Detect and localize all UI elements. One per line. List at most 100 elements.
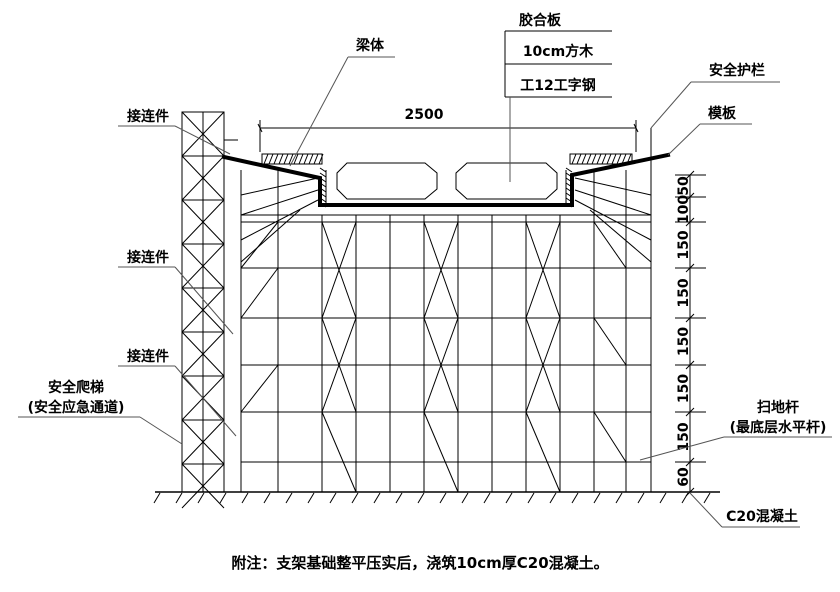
ladder-brace: [181, 331, 225, 377]
flange-hatch: [293, 153, 299, 165]
flange-hatch: [576, 153, 582, 165]
web-hatch: [565, 197, 573, 203]
spacing-label: 100: [676, 195, 692, 224]
safety-ladder-tower: [181, 111, 238, 509]
label-ladder-sub: (安全应急通道): [28, 399, 125, 416]
web-hatch: [319, 172, 327, 178]
flange-hatch: [616, 153, 622, 165]
ladder-brace: [181, 199, 225, 245]
scaffold-brace: [423, 317, 459, 413]
flange-hatch: [611, 153, 617, 165]
ground-hatch: [637, 492, 645, 504]
spacing-label: 150: [676, 278, 692, 307]
scaffold-brace: [525, 411, 561, 493]
flange-hatch: [591, 153, 597, 165]
ground-hatch: [307, 492, 315, 504]
flange-hatch: [621, 153, 627, 165]
ground-hatch: [483, 492, 491, 504]
ground-hatch: [219, 492, 227, 504]
dim-slash: [685, 192, 695, 202]
label-ladder: 安全爬梯: [48, 379, 104, 396]
flange-hatch: [263, 153, 269, 165]
scaffold-frame: [240, 170, 652, 493]
void-left: [336, 162, 438, 200]
web-hatch: [319, 187, 327, 193]
dim-slash: [685, 487, 695, 497]
flange-hatch: [571, 153, 577, 165]
ground-hatch: [505, 492, 513, 504]
ground-hatch: [527, 492, 535, 504]
scaffold-brace: [593, 411, 627, 463]
ground-hatch: [417, 492, 425, 504]
web-hatch: [319, 197, 327, 203]
scaffold-brace: [525, 317, 561, 413]
web-hatch: [319, 182, 327, 188]
footnote: 附注：支架基础整平压实后，浇筑10cm厚C20混凝土。: [231, 554, 608, 572]
dim-slash: [685, 457, 695, 467]
flange-hatch: [581, 153, 587, 165]
label-safety-railing: 安全护栏: [709, 62, 765, 79]
ground-hatch: [175, 492, 183, 504]
label-connector-2: 接连件: [127, 249, 169, 266]
fan-brace: [574, 189, 652, 216]
ground-hatch: [395, 492, 403, 504]
ground-hatch: [329, 492, 337, 504]
ground-hatch: [351, 492, 359, 504]
dim-slash: [685, 263, 695, 273]
scaffold-brace: [240, 364, 279, 413]
dim-slash: [685, 360, 695, 370]
ground-hatch: [197, 492, 205, 504]
ground-hatch: [593, 492, 601, 504]
label-steel-beam: 工12工字钢: [520, 77, 595, 94]
label-sweep-rod: 扫地杆: [757, 399, 799, 416]
fan-brace: [240, 177, 319, 196]
web-hatch: [319, 177, 327, 183]
label-sweep-rod-sub: (最底层水平杆): [730, 419, 827, 436]
scaffold-brace: [240, 221, 279, 269]
flange-hatch: [298, 153, 304, 165]
ground-hatch: [241, 492, 249, 504]
flange-hatch: [303, 153, 309, 165]
spacing-label: 60: [676, 467, 692, 487]
web-hatch: [565, 172, 573, 178]
scaffold-brace: [423, 411, 459, 493]
flange-hatch: [606, 153, 612, 165]
dim-slash: [685, 170, 695, 180]
scaffold-brace: [321, 221, 357, 319]
fan-brace: [240, 189, 319, 216]
flange-hatch: [318, 153, 324, 165]
label-formwork: 模板: [708, 105, 737, 122]
spacing-label: 150: [676, 327, 692, 356]
flange-hatch: [586, 153, 592, 165]
ground: [153, 491, 720, 504]
scaffold-brace: [240, 267, 279, 319]
ladder-brace: [181, 287, 225, 333]
ground-hatch: [439, 492, 447, 504]
ladder-brace: [181, 243, 225, 289]
width-dimension: [257, 120, 639, 152]
web-hatch: [565, 182, 573, 188]
dim-slash: [685, 313, 695, 323]
material-label-box: [504, 30, 612, 182]
flange-hatch: [273, 153, 279, 165]
flange-hatch: [278, 153, 284, 165]
web-hatch: [565, 177, 573, 183]
label-connector-1: 接连件: [127, 108, 169, 125]
label-connector-3: 接连件: [127, 348, 169, 365]
ladder-brace: [181, 155, 225, 201]
web-hatch: [565, 192, 573, 198]
ground-hatch: [373, 492, 381, 504]
fan-brace: [589, 209, 652, 263]
formwork-outline: [221, 152, 671, 207]
ground-hatch: [703, 492, 711, 504]
scaffold-brace: [593, 317, 627, 366]
flange-hatch: [601, 153, 607, 165]
fan-brace: [240, 199, 319, 241]
spacing-label: 150: [676, 422, 692, 451]
ground-hatch: [461, 492, 469, 504]
ground-hatch: [153, 492, 161, 504]
web-hatch: [319, 167, 327, 173]
scaffold-brace: [423, 221, 459, 319]
